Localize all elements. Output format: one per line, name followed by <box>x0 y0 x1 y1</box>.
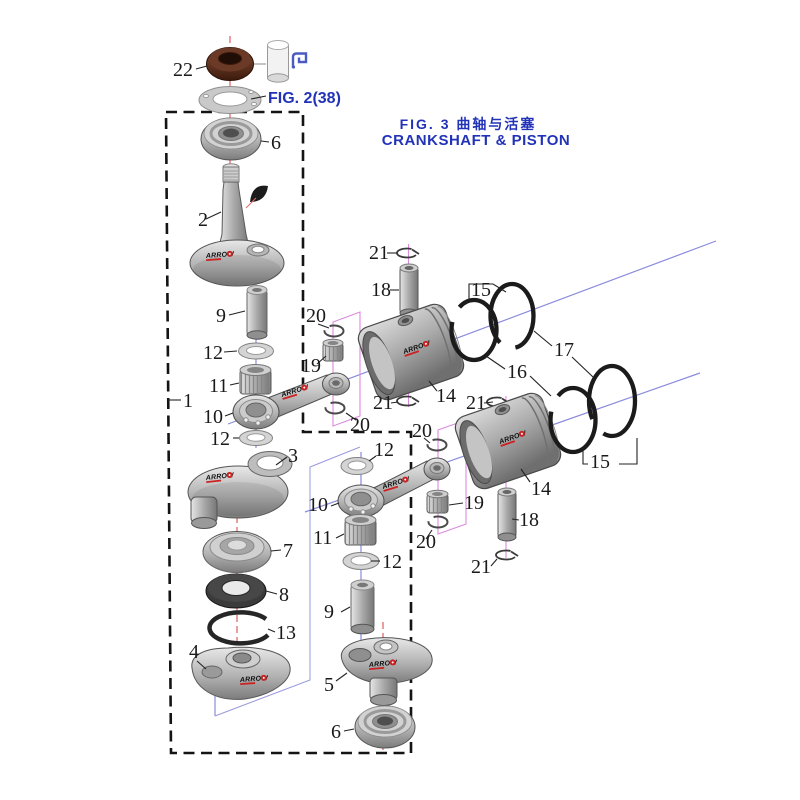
part-number-label: 21 <box>471 556 491 578</box>
part-number-label: 15 <box>590 451 610 473</box>
woodruff-key <box>250 185 268 202</box>
pin-circlip-20 <box>323 324 345 338</box>
part-number-label: 22 <box>173 59 193 81</box>
piston-ring <box>488 281 536 351</box>
part-number-label: 3 <box>288 445 298 467</box>
part-number-label: 9 <box>216 305 226 327</box>
wrist-pin-clip-tail <box>411 396 420 403</box>
callout-leader-lines <box>168 65 638 732</box>
flange-washer <box>198 86 262 114</box>
part-number-label: 8 <box>279 584 289 606</box>
part-number-label: 14 <box>436 385 456 407</box>
crankshaft-nose-2 <box>218 163 250 248</box>
connecting-rod-lower <box>337 457 451 518</box>
wrist-pin-clip-tail <box>510 550 519 557</box>
part-number-label: 12 <box>203 342 223 364</box>
part-number-label: 21 <box>373 392 393 414</box>
part-number-label: 19 <box>301 355 321 377</box>
piston-ring <box>586 363 638 439</box>
thrust-washer <box>238 342 274 360</box>
ball-bearing-top <box>200 117 262 161</box>
part-number-label: 20 <box>350 414 370 436</box>
part-number-label: 10 <box>308 494 328 516</box>
crank-pin-lower <box>350 579 375 635</box>
part-number-label: 4 <box>189 641 199 663</box>
wrist-pin-clip-21 <box>495 549 517 561</box>
crank-web-bottom-left <box>191 646 291 700</box>
pin-circlip-20 <box>426 438 448 452</box>
thrust-washer <box>340 457 374 475</box>
part-number-label: 21 <box>466 392 486 414</box>
part-number-label: 16 <box>507 361 527 383</box>
piston-ring <box>548 385 598 455</box>
part-number-callouts: 22 6 2 9 12 11 1 10 12 3 7 8 13 4 21 18 … <box>173 59 610 743</box>
ball-bearing-bottom <box>354 705 416 749</box>
part-number-label: 21 <box>369 242 389 264</box>
part-number-label: 12 <box>382 551 402 573</box>
part-number-label: 2 <box>198 209 208 231</box>
part-number-label: 11 <box>313 527 332 549</box>
part-number-label: 9 <box>324 601 334 623</box>
wrist-pin-clip-tail <box>411 248 420 255</box>
pin-circlip-20 <box>324 401 346 415</box>
part-number-label: 5 <box>324 674 334 696</box>
piston-pin-lower <box>497 487 517 542</box>
small-end-bearing-lower <box>426 489 449 514</box>
part-number-label: 12 <box>374 439 394 461</box>
figure-title-en: CRANKSHAFT & PISTON <box>382 132 570 149</box>
part-number-label: 15 <box>471 279 491 301</box>
brand-logo: ARROW <box>205 250 236 261</box>
needle-cage-upper <box>239 364 272 395</box>
wrist-pin-clip-21 <box>396 395 418 407</box>
part-number-label: 17 <box>554 339 574 361</box>
part-number-label: 18 <box>519 509 539 531</box>
piston-lower <box>454 392 562 490</box>
connecting-rod-upper <box>232 372 350 430</box>
piston-ring <box>449 297 499 363</box>
part-number-label: 12 <box>210 428 230 450</box>
part-number-label: 20 <box>306 305 326 327</box>
part-number-label: 11 <box>209 375 228 397</box>
part-number-label: 20 <box>412 420 432 442</box>
crank-web-bottom-right <box>340 637 433 706</box>
starter-pulley-disc <box>202 531 272 573</box>
part-number-label: 1 <box>183 390 193 412</box>
group-outline-upper-smallend <box>332 311 361 427</box>
part-number-label: 19 <box>464 492 484 514</box>
brand-logo: ARROW <box>368 659 399 670</box>
brand-logo-text: ARROW <box>239 675 270 684</box>
brand-logo-text: ARROW <box>204 472 235 482</box>
brand-logo: ARROW <box>204 472 235 483</box>
brand-logo-text: ARROW <box>368 659 399 669</box>
oil-seal-22 <box>206 47 254 81</box>
dark-seal-ring <box>205 573 267 609</box>
needle-cage-lower <box>344 514 377 546</box>
external-figure-ref: FIG. 2(38) <box>268 90 341 107</box>
part-number-label: 14 <box>531 478 551 500</box>
group-outline-lower-rod <box>214 446 361 717</box>
part-number-label: 20 <box>416 531 436 553</box>
part-number-label: 6 <box>271 132 281 154</box>
crankshaft-assembly-dashed-box <box>164 110 413 755</box>
crank-web-top <box>189 239 285 287</box>
part-number-label: 10 <box>203 406 223 428</box>
crank-pin-upper <box>246 285 268 340</box>
snap-ring-13 <box>207 610 270 646</box>
key-leader-line <box>245 197 257 209</box>
piston-pin-upper <box>399 263 419 318</box>
pin-circlip-20 <box>427 515 449 529</box>
thrust-washer <box>342 552 380 570</box>
part-number-label: 18 <box>371 279 391 301</box>
retainer-clip-icon <box>291 52 308 69</box>
figure-title-zh: FIG. 3 曲轴与活塞 <box>400 116 537 132</box>
small-end-bearing-upper <box>322 338 344 362</box>
crank-web-mid <box>187 451 293 529</box>
part-number-label: 6 <box>331 721 341 743</box>
part-number-label: 13 <box>276 622 296 644</box>
thrust-washer <box>239 430 273 446</box>
brand-logo: ARROW <box>239 674 270 685</box>
brand-logo-text: ARROW <box>205 251 236 260</box>
roller-cylinder <box>267 40 289 83</box>
part-number-label: 7 <box>283 540 293 562</box>
